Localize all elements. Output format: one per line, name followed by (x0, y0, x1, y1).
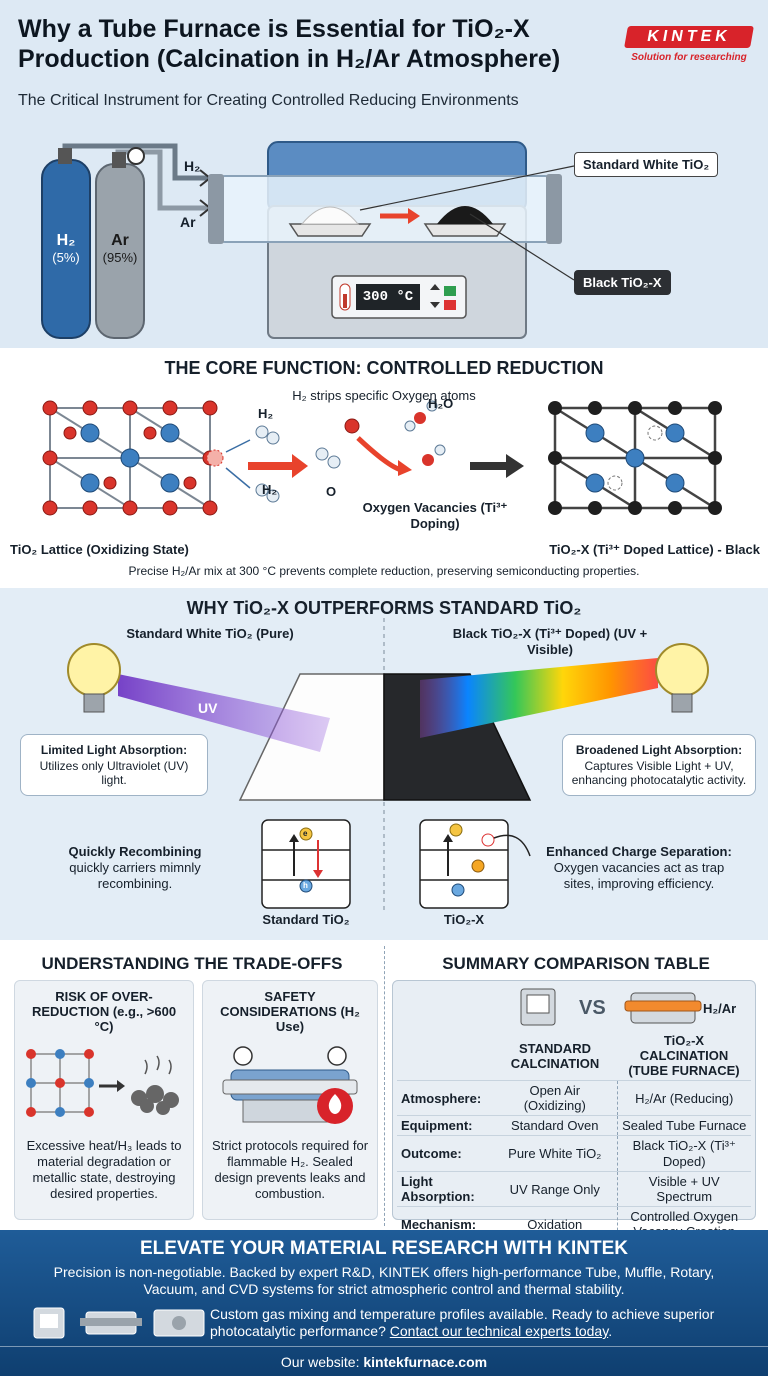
recombining-note: Quickly Recombining quickly carriers mim… (68, 844, 202, 891)
standard-band-diagram (261, 819, 351, 909)
comparison-table: STANDARD CALCINATION TiO₂-X CALCINATION … (397, 1031, 751, 1242)
summary-table-panel: VS H₂/Ar STANDARD CALCINATION TiO₂-X CAL… (392, 980, 756, 1242)
ar-line-label: Ar (180, 214, 196, 230)
thermometer-icon (343, 294, 347, 308)
h2o-label: H₂O (428, 396, 454, 411)
broadened-absorption-box: Broadened Light Absorption: Captures Vis… (562, 734, 756, 796)
h2-line-label: H₂ (184, 158, 201, 174)
kintek-logo[interactable]: KINTEK (624, 26, 754, 48)
reaction-arrow-icon (292, 454, 308, 478)
white-tio2-tag: Standard White TiO₂ (574, 152, 719, 177)
white-tio2-powder (300, 206, 360, 225)
oxygen-label: O (326, 484, 337, 499)
light-absorption-diagram (67, 618, 709, 910)
gauge-icon (233, 1046, 253, 1066)
logo-tagline: Solution for researching (631, 52, 747, 63)
website-link[interactable]: kintekfurnace.com (363, 1354, 488, 1370)
vs-label: VS (579, 997, 606, 1019)
right-title: Black TiO₂-X (Ti³⁺ Doped) (UV + Visible) (452, 626, 648, 657)
left-title: Standard White TiO₂ (Pure) (126, 626, 294, 641)
why-section: WHY TiO₂-X OUTPERFORMS STANDARD TiO₂ Sta… (0, 588, 768, 940)
left-light-bulb-icon (67, 643, 121, 697)
up-arrow-icon (430, 284, 440, 290)
furnace-lineup-icons (33, 1307, 205, 1339)
contact-experts-link[interactable]: Contact our technical experts today (389, 1323, 609, 1339)
down-arrow-icon (430, 302, 440, 308)
cta-paragraph: Precision is non-negotiable. Backed by e… (53, 1264, 715, 1297)
limited-absorption-box: Limited Light Absorption: Utilizes only … (20, 734, 208, 796)
page-title: Why a Tube Furnace is Essential for TiO₂… (18, 15, 561, 73)
tube-furnace-illustration (41, 141, 575, 339)
left-lattice-label: TiO₂ Lattice (Oxidizing State) (10, 542, 189, 557)
h2-tank-label: H₂ (5%) (52, 232, 80, 265)
tio2x-band-diagram (419, 819, 509, 909)
table-row: Atmosphere:Open Air (Oxidizing)H₂/Ar (Re… (397, 1080, 751, 1116)
tradeoffs-summary-section: UNDERSTANDING THE TRADE-OFFS RISK OF OVE… (0, 940, 768, 1242)
hole-symbol: h (303, 881, 308, 890)
why-heading: WHY TiO₂-X OUTPERFORMS STANDARD TiO₂ (186, 598, 582, 618)
h2-top-label: H₂ (258, 406, 274, 421)
gas-tag: H₂/Ar (703, 1001, 737, 1016)
cta-custom-text: Custom gas mixing and temperature profil… (210, 1306, 715, 1339)
charge-separation-note: Enhanced Charge Separation: Oxygen vacan… (546, 844, 732, 891)
cta-heading: ELEVATE YOUR MATERIAL RESEARCH WITH KINT… (139, 1238, 629, 1259)
summary-heading: SUMMARY COMPARISON TABLE (442, 954, 710, 973)
core-function-section: THE CORE FUNCTION: CONTROLLED REDUCTION … (0, 348, 768, 588)
temp-display (356, 284, 420, 310)
col-standard: STANDARD CALCINATION (493, 1031, 617, 1081)
right-light-bulb-icon (655, 643, 709, 697)
temperature-readout: 300 °C (362, 289, 414, 305)
over-reduction-panel: RISK OF OVER-REDUCTION (e.g., >600 °C) E… (14, 980, 194, 1220)
h2-bottom-label: H₂ (262, 482, 278, 497)
oxygen-vacancy-label: Oxygen Vacancies (Ti³⁺ Doping) (362, 500, 508, 531)
electron-symbol: e (303, 829, 308, 838)
tio2x-band-label: TiO₂-X (443, 912, 485, 927)
core-footnote: Precise H₂/Ar mix at 300 °C prevents com… (128, 564, 640, 578)
ar-tank-label: Ar (95%) (102, 232, 138, 265)
col-tube: TiO₂-X CALCINATION (TUBE FURNACE) (617, 1031, 751, 1081)
visible-spectrum-beam (420, 658, 658, 738)
quartz-tube (214, 175, 556, 243)
pressure-gauge-icon (127, 147, 145, 165)
smoke-icon (144, 1055, 172, 1075)
right-lattice-label: TiO₂-X (Ti³⁺ Doped Lattice) - Black (549, 542, 760, 557)
safety-illustration (222, 1046, 358, 1124)
core-heading: THE CORE FUNCTION: CONTROLLED REDUCTION (164, 358, 604, 378)
uv-beam (118, 674, 330, 752)
safety-panel: SAFETY CONSIDERATIONS (H₂ Use) Strict pr… (202, 980, 378, 1220)
tradeoffs-heading: UNDERSTANDING THE TRADE-OFFS (41, 954, 343, 973)
reduction-diagram (42, 400, 722, 516)
hero-section: Why a Tube Furnace is Essential for TiO₂… (0, 0, 768, 348)
black-tio2-tag: Black TiO₂-X (574, 270, 671, 295)
uv-label: UV (198, 700, 218, 716)
result-arrow-icon (506, 454, 524, 478)
standard-band-label: Standard TiO₂ (262, 912, 350, 927)
cta-section: ELEVATE YOUR MATERIAL RESEARCH WITH KINT… (0, 1230, 768, 1376)
strip-note: H₂ strips specific Oxygen atoms (292, 388, 476, 403)
conversion-arrow-icon (408, 208, 420, 224)
page-subtitle: The Critical Instrument for Creating Con… (18, 92, 519, 109)
website-line: Our website: kintekfurnace.com (280, 1354, 488, 1370)
over-reduction-illustration (26, 1049, 179, 1117)
